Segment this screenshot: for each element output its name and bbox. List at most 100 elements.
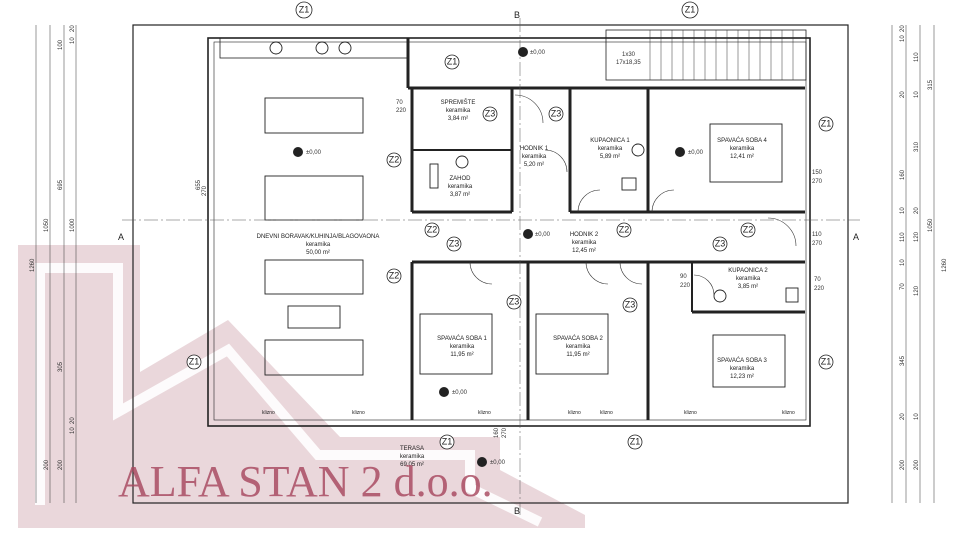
column-tag-z2: Z2 xyxy=(427,224,438,234)
dimension-label: 270 xyxy=(202,185,208,196)
level-label: ±0,00 xyxy=(306,150,322,156)
dimension-label: 1050 xyxy=(928,218,934,232)
dimension-label: 270 xyxy=(502,427,508,438)
dimension-label: 200 xyxy=(58,459,64,470)
dimension-label: 90 xyxy=(680,274,687,280)
column-tag-z1: Z1 xyxy=(630,436,641,446)
dimension-label: 1260 xyxy=(942,258,948,272)
dimension-label: 20 xyxy=(900,413,906,420)
dimension-label: 200 xyxy=(44,459,50,470)
dimension-lines xyxy=(35,25,935,503)
window-label: klizno xyxy=(568,410,581,416)
watermark-house-logo xyxy=(18,245,585,528)
column-tags: Z1 Z1 Z1 Z3 Z3 Z1 Z2 Z2 Z2 Z2 Z3 Z3 Z2 Z… xyxy=(186,1,834,450)
dimension-label: 345 xyxy=(900,355,906,366)
column-tag-z2: Z2 xyxy=(389,154,400,164)
dimension-label: 110 xyxy=(900,232,906,242)
dimension-label: 100 xyxy=(58,39,64,50)
dimension-label: 200 xyxy=(914,459,920,470)
left-dimension-labels: 100 20 10 695 655 270 1000 1050 1260 305… xyxy=(30,25,208,470)
dimension-label: 120 xyxy=(914,231,920,242)
section-markers: A A B B xyxy=(118,10,859,516)
column-tag-z1: Z1 xyxy=(685,4,696,14)
dimension-label: 20 xyxy=(70,25,76,32)
column-tag-z3: Z3 xyxy=(485,108,496,118)
stair-label: 1x30 xyxy=(622,52,636,58)
dimension-label: 220 xyxy=(396,108,407,114)
dimension-label: 305 xyxy=(58,361,64,372)
column-tag-z1: Z1 xyxy=(189,356,200,366)
dimension-label: 20 xyxy=(900,25,906,32)
dimension-label: 20 xyxy=(70,417,76,424)
dimension-label: 160 xyxy=(494,427,500,438)
dimension-label: 270 xyxy=(812,179,823,185)
dimension-label: 70 xyxy=(814,277,821,283)
dimension-label: 310 xyxy=(914,141,920,152)
window-label: klizno xyxy=(352,410,365,416)
dimension-label: 10 xyxy=(914,91,920,98)
dimension-label: 695 xyxy=(58,179,64,190)
dimension-label: 120 xyxy=(914,285,920,296)
dimension-label: 10 xyxy=(70,37,76,44)
column-tag-z3: Z3 xyxy=(551,108,562,118)
dimension-label: 1050 xyxy=(44,218,50,232)
level-label: ±0,00 xyxy=(452,390,468,396)
dimension-label: 110 xyxy=(914,52,920,62)
section-marker-a-left: A xyxy=(118,232,124,242)
level-label: ±0,00 xyxy=(688,150,704,156)
dimension-label: 270 xyxy=(812,241,823,247)
window-labels: klizno klizno klizno klizno klizno klizn… xyxy=(262,410,795,416)
window-label: klizno xyxy=(684,410,697,416)
column-tag-z1: Z1 xyxy=(299,4,310,14)
column-tag-z3: Z3 xyxy=(449,238,460,248)
dimension-label: 110 xyxy=(812,232,822,238)
stair-treads xyxy=(649,30,794,80)
right-dimension-labels: 20 10 110 315 20 10 310 160 20 10 120 11… xyxy=(900,25,948,470)
level-label: ±0,00 xyxy=(530,50,546,56)
dimension-label: 220 xyxy=(680,283,691,289)
dimension-label: 10 xyxy=(900,35,906,42)
column-tag-z3: Z3 xyxy=(625,299,636,309)
dimension-label: 10 xyxy=(70,427,76,434)
dimension-label: 10 xyxy=(900,207,906,214)
column-tag-z1: Z1 xyxy=(821,356,832,366)
level-markers: ±0,00 ±0,00 ±0,00 ±0,00 ±0,00 ±0,00 xyxy=(293,47,704,467)
dimension-label: 1000 xyxy=(70,218,76,232)
column-tag-z2: Z2 xyxy=(743,224,754,234)
column-tag-z2: Z2 xyxy=(389,270,400,280)
dimension-label: 160 xyxy=(900,169,906,180)
window-label: klizno xyxy=(478,410,491,416)
section-marker-a-right: A xyxy=(853,232,859,242)
watermark-text: ALFA STAN 2 d.o.o. xyxy=(118,457,493,506)
dimension-label: 220 xyxy=(814,286,825,292)
dimension-label: 150 xyxy=(812,170,823,176)
dimension-label: 10 xyxy=(900,259,906,266)
stair-label: 17x18,35 xyxy=(616,60,641,66)
door-swings xyxy=(469,94,797,296)
window-label: klizno xyxy=(262,410,275,416)
dimension-label: 20 xyxy=(900,91,906,98)
section-marker-b-top: B xyxy=(514,10,520,20)
column-tag-z3: Z3 xyxy=(509,296,520,306)
level-label: ±0,00 xyxy=(535,232,551,238)
column-tag-z1: Z1 xyxy=(821,118,832,128)
opening-dimension-labels: 70 220 150 270 110 270 90 220 70 220 160… xyxy=(396,100,825,438)
column-tag-z3: Z3 xyxy=(715,238,726,248)
section-marker-b-bottom: B xyxy=(514,506,520,516)
dimension-label: 315 xyxy=(928,79,934,90)
section-lines xyxy=(122,18,860,515)
dimension-label: 70 xyxy=(396,100,403,106)
dimension-label: 200 xyxy=(900,459,906,470)
